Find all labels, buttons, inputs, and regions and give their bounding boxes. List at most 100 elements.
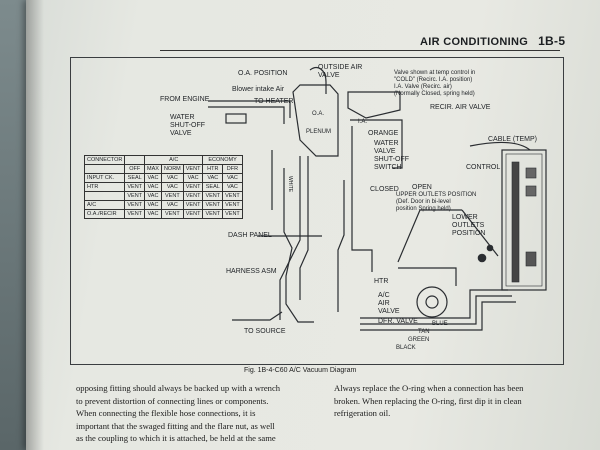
table-header-cell: OFF: [124, 164, 146, 174]
label-valve-note: Valve shown at temp control in "COLD" (R…: [394, 70, 476, 97]
header-rule: [160, 50, 560, 51]
table-header-cell: ECONOMY: [202, 155, 243, 165]
table-cell: SEAL: [124, 173, 146, 183]
table-cell: VENT: [124, 182, 146, 192]
table-header-cell: DFR: [222, 164, 243, 174]
table-cell: VAC: [144, 191, 162, 201]
table-cell: VENT: [182, 200, 204, 210]
temp-cable: [469, 141, 531, 151]
hose-switch: [351, 126, 373, 272]
table-header-cell: [124, 155, 146, 165]
table-cell: A/C: [83, 200, 126, 210]
label-tan: TAN: [418, 329, 430, 335]
table-row: A/C VENT VAC VAC VENT VENT VENT: [83, 200, 243, 210]
label-white: WHITE: [287, 176, 293, 193]
label-closed: CLOSED: [370, 186, 399, 193]
bundle-tan: [360, 289, 508, 319]
label-upper-outlets: UPPER OUTLETS POSITION (Def. Door in bi-…: [396, 192, 477, 212]
heater-hose-lower: [208, 106, 285, 124]
table-cell: VENT: [124, 209, 146, 219]
table-cell: VENT: [182, 191, 204, 201]
label-blue: BLUE: [432, 321, 448, 327]
table-cell: VAC: [222, 173, 243, 183]
table-cell: VENT: [222, 209, 243, 219]
table-row: HTR VENT VAC VAC VENT SEAL VAC: [83, 182, 243, 192]
table-cell: VAC: [160, 200, 184, 210]
table-cell: VAC: [144, 182, 162, 192]
water-valve-body: [225, 113, 247, 124]
table-cell: VAC: [160, 173, 184, 183]
upper-outlet-line: [397, 209, 462, 263]
table-cell: VENT: [202, 200, 224, 210]
table-cell: VAC: [144, 209, 162, 219]
diagram-frame: [70, 57, 564, 365]
table-cell: VENT: [202, 191, 224, 201]
table-cell: VAC: [202, 173, 224, 183]
table-header-cell: A/C: [144, 155, 204, 165]
table-subheader-row: OFF MAX NORM VENT HTR DFR: [83, 164, 243, 174]
table-cell: INPUT CK.: [83, 173, 126, 183]
hose-center: [337, 180, 345, 312]
table-cell: VAC: [144, 173, 162, 183]
manual-page: [26, 0, 600, 450]
label-htr: HTR: [374, 278, 389, 285]
label-from-engine: FROM ENGINE: [160, 96, 210, 103]
label-green: GREEN: [408, 337, 430, 343]
table-cell: VENT: [124, 191, 146, 201]
ac-air-valve-circle: [416, 286, 448, 318]
hose-orange: [350, 119, 403, 169]
body-text-right: Always replace the O-ring when a connect…: [334, 383, 524, 418]
label-to-heater: TO HEATER: [254, 98, 294, 105]
bundle-green: [360, 295, 512, 325]
label-ia: I.A.: [358, 119, 368, 125]
connector-table: CONNECTOR A/C ECONOMY OFF MAX NORM VENT …: [83, 155, 243, 219]
label-dfr-valve: DFR. VALVE: [378, 318, 418, 325]
table-header-cell: NORM: [160, 164, 184, 174]
label-blower-intake: Blower intake Air: [232, 86, 285, 93]
plenum-box: [292, 84, 339, 157]
label-dash-panel: DASH PANEL: [228, 232, 272, 239]
label-to-source: TO SOURCE: [244, 328, 286, 335]
section-title: AIR CONDITIONING: [420, 36, 529, 48]
table-cell: VENT: [160, 191, 184, 201]
table-cell: VAC: [144, 200, 162, 210]
heater-hose-upper: [208, 100, 291, 118]
label-ac-air-valve: A/C AIR VALVE: [378, 292, 400, 315]
table-row: O.A./RECIR VENT VAC VENT VENT VENT VENT: [83, 209, 243, 219]
table-cell: VAC: [160, 182, 184, 192]
table-cell: SEAL: [202, 182, 224, 192]
label-cable-temp: CABLE (TEMP): [488, 136, 538, 143]
table-cell: HTR: [83, 182, 126, 192]
label-orange: ORANGE: [368, 130, 399, 137]
table-cell: VAC: [182, 173, 204, 183]
label-oa-position: O.A. POSITION: [238, 70, 288, 77]
table-cell: VAC: [222, 182, 243, 192]
table-header-cell: HTR: [202, 164, 224, 174]
label-outside-air-valve: OUTSIDE AIR VALVE: [318, 64, 363, 79]
table-cell: VENT: [124, 200, 146, 210]
table-header-cell: MAX: [144, 164, 162, 174]
label-black: BLACK: [396, 345, 416, 351]
table-row: INPUT CK. SEAL VAC VAC VAC VAC VAC: [83, 173, 243, 183]
table-header-cell: VENT: [182, 164, 204, 174]
label-open: OPEN: [412, 184, 432, 191]
page-gutter-shadow: [26, 0, 44, 450]
recirc-valve-housing: [347, 91, 401, 119]
table-header-cell: CONNECTOR: [83, 155, 126, 165]
table-cell: VENT: [222, 200, 243, 210]
table-cell: VENT: [182, 182, 204, 192]
label-water-shutoff-valve: WATER SHUT-OFF VALVE: [170, 114, 205, 137]
label-lower-outlets: LOWER OUTLETS POSITION: [452, 214, 486, 237]
label-water-valve-switch: WATER VALVE SHUT-OFF SWITCH: [374, 140, 409, 171]
to-source-line: [232, 311, 283, 321]
table-cell: VENT: [222, 191, 243, 201]
label-harness-asm: HARNESS ASM: [226, 268, 277, 275]
label-plenum: PLENUM: [306, 129, 332, 135]
hose-main-2: [299, 156, 309, 300]
bundle-black: [360, 301, 516, 331]
table-cell: VENT: [182, 209, 204, 219]
table-cell: VENT: [202, 209, 224, 219]
figure-caption: Fig. 1B-4-C60 A/C Vacuum Diagram: [244, 367, 357, 374]
control-head-outline: [501, 149, 547, 291]
